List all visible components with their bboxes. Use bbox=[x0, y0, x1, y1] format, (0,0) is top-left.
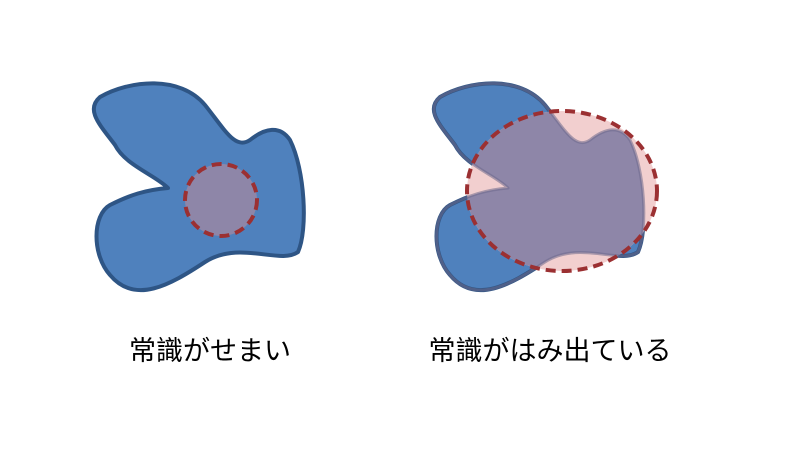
caption-narrow-common-sense: 常識がせまい bbox=[129, 336, 291, 367]
right-common-sense-ellipse bbox=[465, 109, 659, 273]
panel-left bbox=[91, 81, 306, 293]
right-blob-outline-inside bbox=[432, 81, 646, 292]
panel-right bbox=[431, 81, 659, 293]
caption-overflowing-common-sense: 常識がはみ出ている bbox=[428, 336, 672, 367]
left-common-sense-circle bbox=[183, 162, 259, 238]
right-ellipse-overlap-fill bbox=[467, 111, 644, 271]
